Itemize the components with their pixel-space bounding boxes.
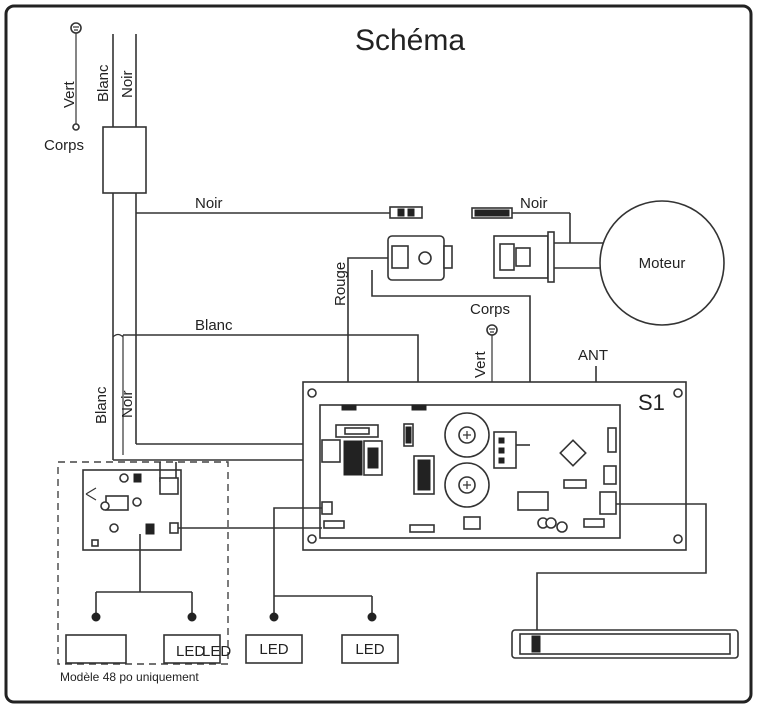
motor-circle [599,200,725,326]
label-s1: S1 [638,390,665,415]
outer-frame [4,4,753,704]
led-box-3 [245,634,303,664]
label-noir-motor: Noir [520,195,548,212]
wire-to-display [536,503,707,632]
label-corps-top: Corps [44,137,84,154]
led-label-1: LED [81,643,110,660]
led-wires [269,507,377,622]
diagram-title: Schéma [355,24,465,57]
led-box-1 [65,634,127,664]
main-wires [112,193,320,461]
label-blanc-left: Blanc [93,386,110,424]
label-vert-top: Vert [61,80,78,108]
ground-symbol-top [70,22,82,131]
label-noir-left: Noir [119,390,136,418]
supply-wires [112,34,137,127]
junction-block [102,126,147,194]
led-box-2 [163,634,221,664]
small-connector-left [389,206,423,219]
label-noir-h1: Noir [195,195,223,212]
label-noir-top: Noir [119,70,136,98]
central-plug [347,235,531,445]
label-moteur: Moteur [639,255,686,272]
display-panel [511,629,739,659]
option-wires [91,527,322,622]
control-board [319,404,621,539]
model-note: Modèle 48 po uniquement [60,670,199,684]
label-rouge: Rouge [332,262,349,306]
led-box-4 [341,634,399,664]
led-label-2: LED [176,643,205,660]
label-ant: ANT [578,347,608,364]
label-blanc-top: Blanc [95,64,112,102]
option-board [82,462,182,551]
led-label-4: LED [259,641,288,658]
led-label-5: LED [355,641,384,658]
led-label-3: LED [202,643,231,660]
optional-dashed-box [57,461,229,665]
label-corps-board: Corps [470,301,510,318]
label-blanc-h2: Blanc [195,317,233,334]
motor-connector [471,207,608,283]
label-vert-board: Vert [472,350,489,378]
